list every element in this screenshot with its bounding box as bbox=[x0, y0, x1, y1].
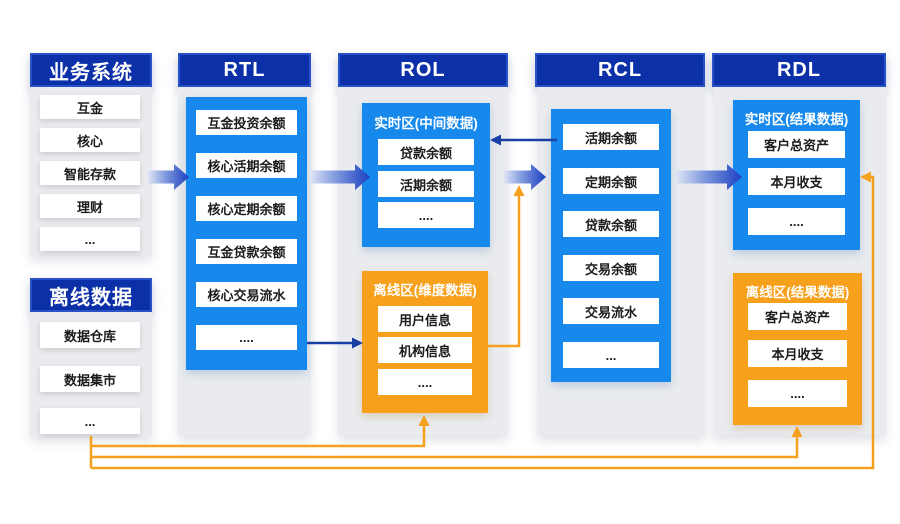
rdl-offline-item-more: .... bbox=[748, 380, 847, 407]
rdl-offline-title: 离线区(结果数据) bbox=[745, 285, 850, 300]
rcl-item: 贷款余额 bbox=[563, 211, 659, 237]
offline-data-item: 数据集市 bbox=[40, 366, 140, 392]
rol-offline-item: 机构信息 bbox=[378, 337, 472, 363]
offline-data-item: 数据仓库 bbox=[40, 322, 140, 348]
rol-offline-title: 离线区(维度数据) bbox=[373, 283, 477, 298]
rdl-realtime-title: 实时区(结果数据) bbox=[744, 112, 849, 127]
rdl-realtime-item: 客户总资产 bbox=[748, 131, 845, 158]
rdl-offline-item: 客户总资产 bbox=[748, 303, 847, 330]
rcl-item: 交易余额 bbox=[563, 255, 659, 281]
rcl-item: 交易流水 bbox=[563, 298, 659, 324]
rtl-header: RTL bbox=[178, 53, 311, 87]
rol-header: ROL bbox=[338, 53, 508, 87]
rol-realtime-item: 贷款余额 bbox=[378, 139, 474, 165]
rol-realtime-item-more: .... bbox=[378, 202, 474, 228]
business-item: 互金 bbox=[40, 95, 140, 119]
rcl-item-more: ... bbox=[563, 342, 659, 368]
rdl-realtime-item: 本月收支 bbox=[748, 168, 845, 195]
rdl-realtime-item-more: .... bbox=[748, 208, 845, 235]
rtl-item: 核心定期余额 bbox=[196, 196, 297, 221]
business-item-more: ... bbox=[40, 227, 140, 251]
rdl-offline-item: 本月收支 bbox=[748, 340, 847, 367]
offline-data-header: 离线数据 bbox=[30, 278, 152, 312]
rol-realtime-title: 实时区(中间数据) bbox=[374, 116, 478, 131]
offline-data-item-more: ... bbox=[40, 408, 140, 434]
rtl-item: 核心交易流水 bbox=[196, 282, 297, 307]
rtl-item: 核心活期余额 bbox=[196, 153, 297, 178]
business-item: 核心 bbox=[40, 128, 140, 152]
rcl-header: RCL bbox=[535, 53, 705, 87]
rol-realtime-item: 活期余额 bbox=[378, 171, 474, 197]
rcl-item: 定期余额 bbox=[563, 168, 659, 194]
rol-offline-item: 用户信息 bbox=[378, 306, 472, 332]
rtl-item: 互金贷款余额 bbox=[196, 239, 297, 264]
rtl-item-more: .... bbox=[196, 325, 297, 350]
rdl-header: RDL bbox=[712, 53, 886, 87]
business-item: 理财 bbox=[40, 194, 140, 218]
rcl-item: 活期余额 bbox=[563, 124, 659, 150]
business-item: 智能存款 bbox=[40, 161, 140, 185]
rtl-item: 互金投资余额 bbox=[196, 110, 297, 135]
rol-offline-item-more: .... bbox=[378, 369, 472, 395]
business-system-header: 业务系统 bbox=[30, 53, 152, 87]
